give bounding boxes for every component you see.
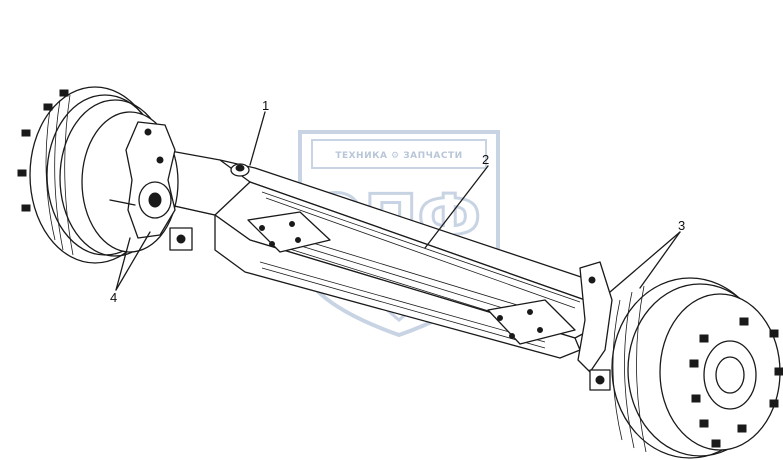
callout-1: 1 xyxy=(262,98,269,113)
left-steering-knuckle xyxy=(109,121,193,251)
watermark-text: ТЕХНИКА ⚙ ЗАПЧАСТИ xyxy=(335,151,462,161)
callout-3: 3 xyxy=(678,218,685,233)
callout-4: 4 xyxy=(110,290,117,305)
right-brake-drum xyxy=(611,277,783,459)
callout-leaders xyxy=(115,111,681,293)
callout-2: 2 xyxy=(482,152,489,167)
right-steering-knuckle xyxy=(577,261,613,391)
